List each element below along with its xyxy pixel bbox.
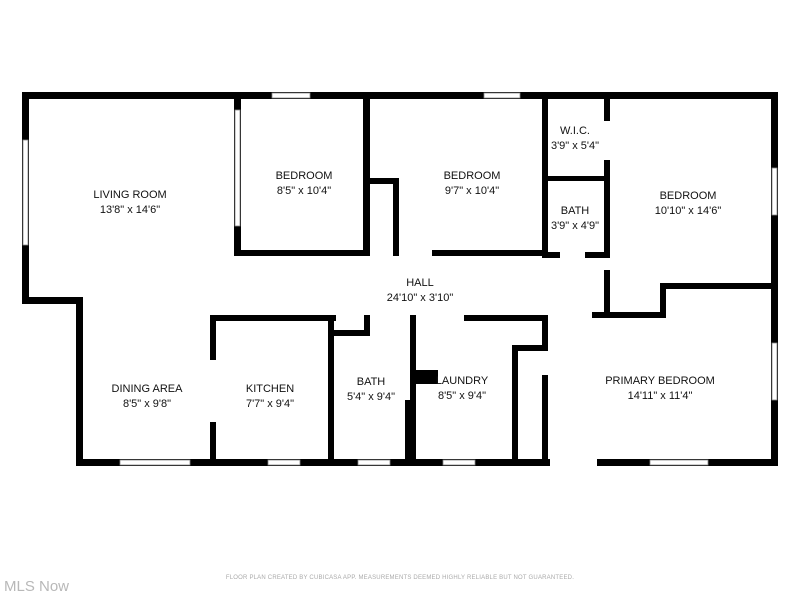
room-size: 8'5" x 10'4" — [276, 185, 332, 197]
room-name: HALL — [406, 277, 434, 289]
room-name: BATH — [356, 376, 386, 388]
room-size: 8'5" x 9'4" — [437, 390, 487, 402]
room-name: BEDROOM — [659, 190, 717, 202]
windows — [22, 92, 778, 466]
room-size: 8'5" x 9'8" — [122, 398, 172, 410]
room-size: 5'4" x 9'4" — [346, 391, 396, 403]
room-name: KITCHEN — [245, 383, 295, 395]
room-wic: W.I.C. 3'9" x 5'4" — [551, 124, 599, 154]
room-laundry: LAUNDRY 8'5" x 9'4" — [436, 374, 488, 404]
room-name: LIVING ROOM — [93, 189, 167, 201]
room-bedroom-3: BEDROOM 10'10" x 14'6" — [655, 189, 721, 219]
room-size: 24'10" x 3'10" — [386, 292, 454, 304]
room-name: BATH — [560, 205, 590, 217]
room-name: LAUNDRY — [435, 375, 489, 387]
room-living-room: LIVING ROOM 13'8" x 14'6" — [93, 188, 166, 218]
room-bath-1: BATH 3'9" x 4'9" — [551, 204, 599, 234]
room-hall: HALL 24'10" x 3'10" — [387, 276, 453, 306]
entry-door — [550, 458, 597, 467]
room-bedroom-2: BEDROOM 9'7" x 10'4" — [444, 169, 501, 199]
room-name: BEDROOM — [443, 170, 501, 182]
room-size: 14'11" x 11'4" — [627, 390, 693, 402]
room-dining-area: DINING AREA 8'5" x 9'8" — [112, 382, 183, 412]
room-name: PRIMARY BEDROOM — [605, 375, 715, 387]
room-name: W.I.C. — [560, 125, 590, 137]
room-kitchen: KITCHEN 7'7" x 9'4" — [246, 382, 294, 412]
room-size: 3'9" x 4'9" — [550, 220, 600, 232]
room-size: 13'8" x 14'6" — [99, 204, 161, 216]
room-bath-2: BATH 5'4" x 9'4" — [347, 375, 395, 405]
room-size: 10'10" x 14'6" — [654, 205, 722, 217]
room-size: 9'7" x 10'4" — [444, 185, 500, 197]
footer-disclaimer: FLOOR PLAN CREATED BY CUBICASA APP. MEAS… — [225, 575, 575, 581]
room-name: DINING AREA — [111, 383, 183, 395]
room-bedroom-1: BEDROOM 8'5" x 10'4" — [276, 169, 333, 199]
room-primary-bedroom: PRIMARY BEDROOM 14'11" x 11'4" — [605, 374, 715, 404]
room-size: 3'9" x 5'4" — [550, 140, 600, 152]
room-size: 7'7" x 9'4" — [245, 398, 295, 410]
mls-now-logo: MLS Now — [4, 578, 70, 595]
room-name: BEDROOM — [275, 170, 333, 182]
